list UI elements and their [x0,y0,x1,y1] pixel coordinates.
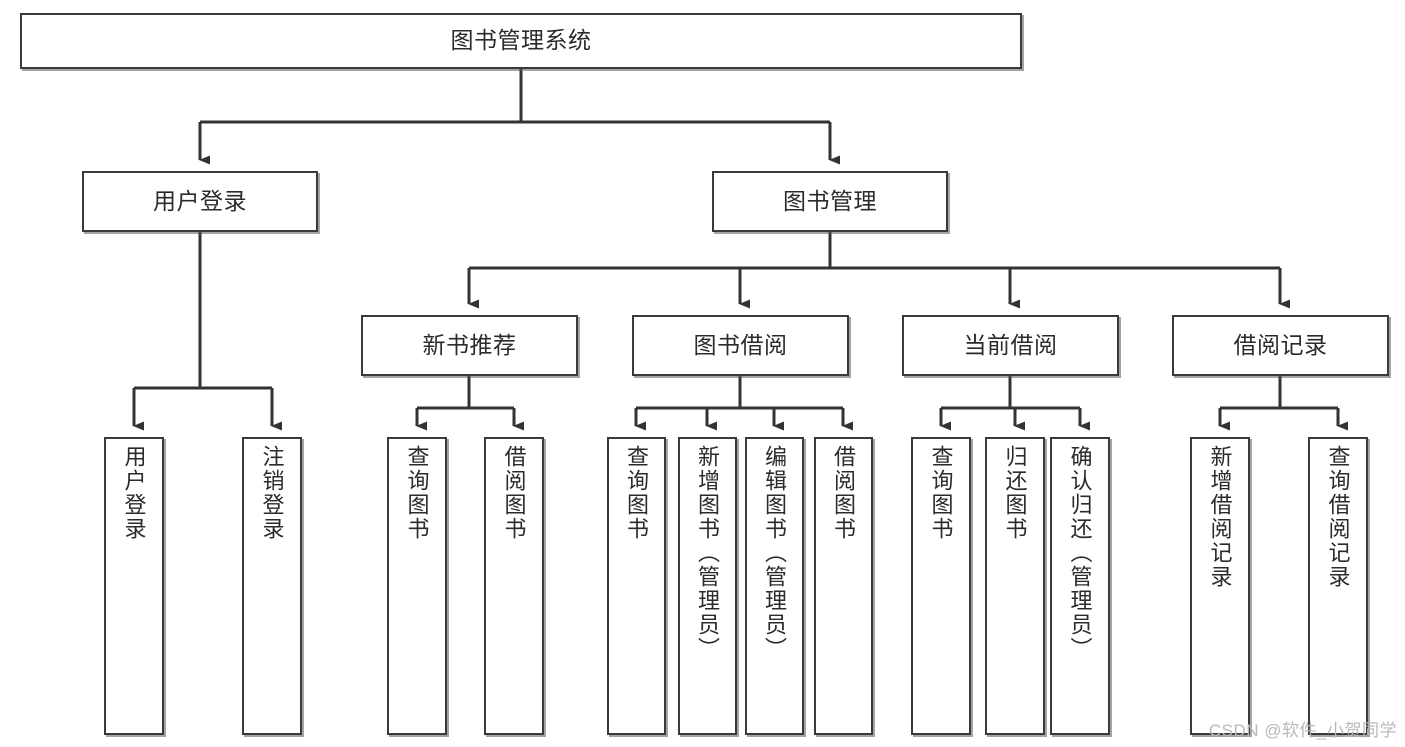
leaf-query-book-rec-label: 查询图书 [404,445,430,541]
node-book-borrow[interactable]: 图书借阅 [632,315,849,376]
node-root[interactable]: 图书管理系统 [20,13,1022,69]
node-book-borrow-label: 图书借阅 [693,331,788,358]
leaf-add-borrow-record[interactable]: 新增借阅记录 [1190,437,1250,735]
node-root-label: 图书管理系统 [450,27,592,54]
leaf-query-book-borrow-label: 查询图书 [624,445,650,541]
leaf-borrow-book-rec[interactable]: 借阅图书 [484,437,544,735]
leaf-query-borrow-record[interactable]: 查询借阅记录 [1308,437,1368,735]
leaf-user-login[interactable]: 用户登录 [104,437,164,735]
leaf-add-borrow-record-label: 新增借阅记录 [1207,445,1233,589]
leaf-return-book-label: 归还图书 [1002,445,1028,541]
leaf-borrow-book[interactable]: 借阅图书 [814,437,873,735]
leaf-borrow-book-rec-label: 借阅图书 [501,445,527,541]
node-book-management[interactable]: 图书管理 [712,171,948,232]
leaf-user-login-label: 用户登录 [121,445,147,541]
leaf-edit-book-admin-label: 编辑图书（管理员） [762,445,788,661]
leaf-query-book-rec[interactable]: 查询图书 [387,437,447,735]
leaf-return-book[interactable]: 归还图书 [985,437,1045,735]
leaf-borrow-book-label: 借阅图书 [831,445,857,541]
node-borrow-record[interactable]: 借阅记录 [1172,315,1389,376]
leaf-confirm-return-admin-label: 确认归还（管理员） [1067,445,1093,661]
node-new-book-recommend[interactable]: 新书推荐 [361,315,578,376]
node-new-book-recommend-label: 新书推荐 [422,331,517,358]
leaf-logout[interactable]: 注销登录 [242,437,302,735]
node-user-login-label: 用户登录 [153,187,247,214]
leaf-add-book-admin[interactable]: 新增图书（管理员） [678,437,737,735]
leaf-edit-book-admin[interactable]: 编辑图书（管理员） [745,437,804,735]
leaf-query-book-current-label: 查询图书 [928,445,954,541]
leaf-query-book-current[interactable]: 查询图书 [911,437,971,735]
leaf-query-borrow-record-label: 查询借阅记录 [1325,445,1351,589]
node-user-login[interactable]: 用户登录 [82,171,318,232]
leaf-add-book-admin-label: 新增图书（管理员） [695,445,721,661]
node-current-borrow[interactable]: 当前借阅 [902,315,1119,376]
node-borrow-record-label: 借阅记录 [1233,331,1328,358]
leaf-query-book-borrow[interactable]: 查询图书 [607,437,666,735]
node-book-management-label: 图书管理 [783,187,877,214]
node-current-borrow-label: 当前借阅 [963,331,1058,358]
csdn-watermark: CSDN @软件_小贺同学 [1208,721,1397,740]
leaf-logout-label: 注销登录 [259,445,285,541]
leaf-confirm-return-admin[interactable]: 确认归还（管理员） [1050,437,1110,735]
